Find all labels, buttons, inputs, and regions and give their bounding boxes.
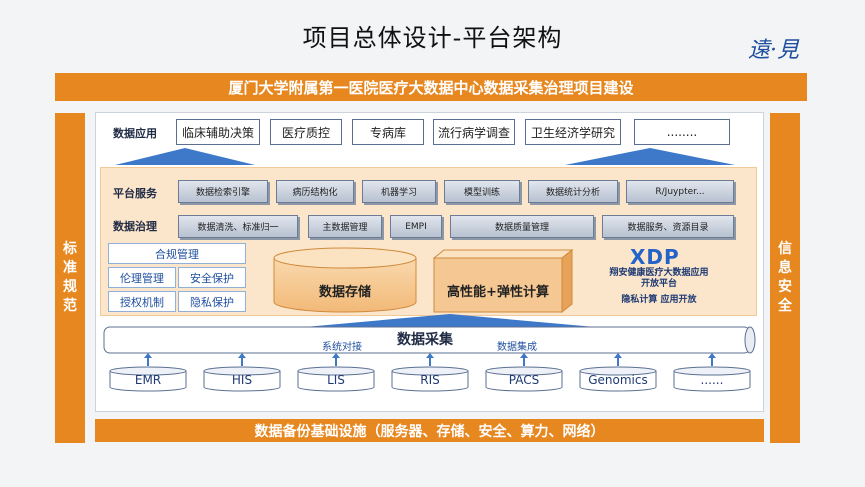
source-cylinder (203, 366, 281, 392)
app-disease-database: 专病库 (352, 119, 424, 145)
source-cylinder (297, 366, 375, 392)
up-arrows-top (115, 148, 735, 165)
xdp-description: 翔安健康医疗大数据应用 开放平台 隐私计算 应用开放 (598, 268, 720, 306)
xdp-line1: 翔安健康医疗大数据应用 (609, 268, 709, 278)
data-integration-label: 数据集成 (497, 342, 537, 353)
source-arrow-head (144, 353, 152, 358)
gov-cleaning: 数据清洗、标准归一 (178, 215, 298, 238)
source-label: ...... (700, 373, 724, 387)
svc-search-engine: 数据检索引擎 (178, 180, 268, 203)
app-epidemiology: 流行病学调查 (433, 119, 515, 145)
collection-pipe (103, 326, 756, 354)
logo: 遠·見 (748, 38, 799, 63)
xdp-line2: 开放平台 (640, 279, 677, 289)
gov-quality: 数据质量管理 (450, 215, 594, 238)
svc-r-jupyter: R/Juypter... (626, 180, 734, 203)
infrastructure-bar: 数据备份基础设施（服务器、存储、安全、算力、网络） (95, 419, 764, 442)
source-arrow-head (614, 353, 622, 358)
source-arrow-head (520, 353, 528, 358)
xdp-logo: XDP (630, 245, 680, 269)
gov-services-catalog: 数据服务、资源目录 (602, 215, 734, 238)
source-label: PACS (508, 373, 540, 387)
compliance-title: 合规管理 (108, 243, 246, 264)
platform-services-label: 平台服务 (113, 187, 157, 200)
source-label: RIS (420, 373, 440, 387)
source-label: LIS (327, 373, 345, 387)
compute-box (432, 248, 574, 314)
svc-machine-learning: 机器学习 (362, 180, 436, 203)
app-quality-control: 医疗质控 (270, 119, 342, 145)
svc-emr-structuring: 病历结构化 (276, 180, 354, 203)
app-more: ........ (634, 119, 730, 145)
app-clinical-decision: 临床辅助决策 (176, 119, 260, 145)
page-title: 项目总体设计-平台架构 (302, 24, 563, 52)
project-banner: 厦门大学附属第一医院医疗大数据中心数据采集治理项目建设 (55, 73, 807, 101)
collection-title: 数据采集 (397, 332, 453, 348)
source-arrow-head (426, 353, 434, 358)
source-cylinder (109, 366, 187, 392)
app-health-economics: 卫生经济学研究 (525, 119, 621, 145)
svc-model-training: 模型训练 (444, 180, 520, 203)
source-arrow-head (238, 353, 246, 358)
storage-cylinder (273, 247, 417, 313)
source-cylinder (579, 366, 657, 392)
security-label: 信息安全 (778, 241, 792, 314)
app-section-label: 数据应用 (113, 127, 157, 140)
standards-sidebar: 标准规范 (55, 113, 85, 443)
source-label: HIS (231, 373, 253, 387)
source-cylinder (485, 366, 563, 392)
system-integration-label: 系统对接 (322, 342, 362, 353)
source-arrows (144, 353, 716, 366)
collection-arrow (305, 314, 595, 327)
source-arrow-head (708, 353, 716, 358)
source-label: Genomics (588, 373, 648, 387)
svc-statistics: 数据统计分析 (528, 180, 618, 203)
source-cylinder (391, 366, 469, 392)
governance-label: 数据治理 (113, 220, 157, 233)
gov-empi: EMPI (390, 215, 442, 238)
gov-master-data: 主数据管理 (308, 215, 382, 238)
standards-label: 标准规范 (63, 241, 77, 314)
security-sidebar: 信息安全 (770, 113, 800, 443)
source-arrow-head (332, 353, 340, 358)
compliance-ethics: 伦理管理 (108, 267, 176, 288)
storage-label: 数据存储 (318, 285, 371, 300)
compliance-privacy: 隐私保护 (178, 291, 246, 312)
compute-label: 高性能+弹性计算 (447, 285, 549, 300)
xdp-line3: 隐私计算 应用开放 (621, 295, 697, 305)
compliance-authorization: 授权机制 (108, 291, 176, 312)
source-label: EMR (134, 373, 162, 387)
compliance-security: 安全保护 (178, 267, 246, 288)
source-cylinder (673, 366, 751, 392)
